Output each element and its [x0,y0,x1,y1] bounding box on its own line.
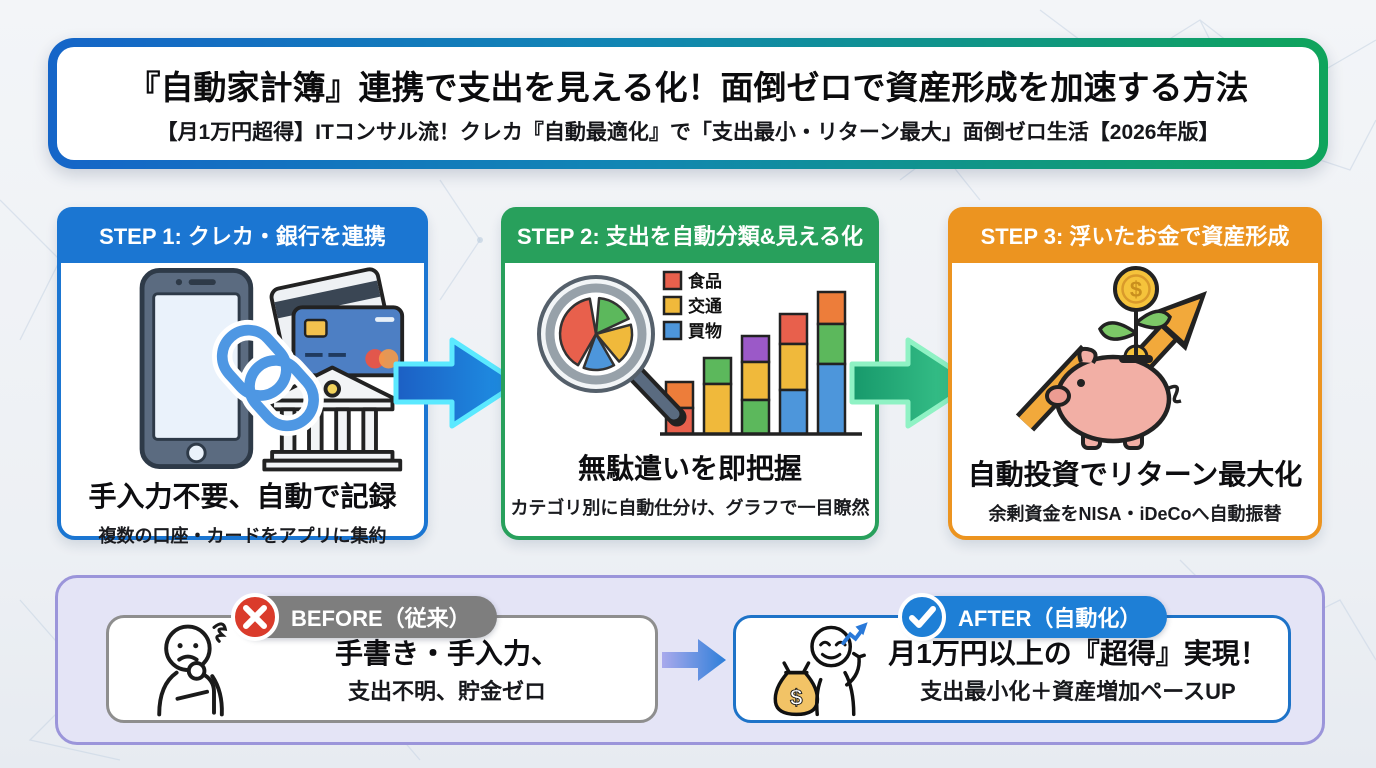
before-after-arrow-icon [660,636,730,689]
svg-text:$: $ [1130,277,1142,302]
step2-main-text: 無駄遣いを即把握 [577,453,802,484]
before-badge: BEFORE（従来） [231,593,497,641]
step3-header: STEP 3: 浮いたお金で資産形成 [948,207,1322,263]
subtitle: 【月1万円超得】ITコンサル流！クレカ『自動最適化』で「支出最小・リターン最大」… [156,121,1220,144]
step2-card: STEP 2: 支出を自動分類&見える化 [501,207,879,540]
step2-header: STEP 2: 支出を自動分類&見える化 [501,207,879,263]
step1-illustration [61,263,424,475]
before-after-container: BEFORE（従来） [55,575,1325,745]
piggy-growth-icon: $ [1015,266,1207,450]
worried-person-icon [135,617,253,722]
phone-bank-card-link-icon [139,267,404,472]
after-line2: 支出最小化＋資産増加ペースUP [920,679,1236,704]
before-line2: 支出不明、貯金ゼロ [347,679,546,704]
step2-sub-text: カテゴリ別に自動仕分け、グラフで一目瞭然 [510,498,870,518]
before-line1: 手書き・手入力、 [334,638,559,669]
step1-header: STEP 1: クレカ・銀行を連携 [57,207,428,263]
after-box: AFTER（自動化） $ [733,593,1291,723]
title-banner-inner: 『自動家計簿』連携で支出を見える化！面倒ゼロで資産形成を加速する方法 【月1万円… [57,47,1319,160]
step1-sub-text: 複数の口座・カードをアプリに集約 [98,526,387,546]
magnifier-pie-icon [537,275,687,427]
happy-person-money-icon: $ [762,617,882,722]
credit-cards-icon [269,267,404,378]
chart-legend: 食品 交通 買物 [662,270,722,341]
x-circle-icon [229,591,281,649]
link-icon [211,319,324,437]
step1-card: STEP 1: クレカ・銀行を連携 [57,207,428,546]
main-title: 『自動家計簿』連携で支出を見える化！面倒ゼロで資産形成を加速する方法 [127,69,1249,106]
title-banner: 『自動家計簿』連携で支出を見える化！面倒ゼロで資産形成を加速する方法 【月1万円… [48,38,1328,169]
before-box: BEFORE（従来） [106,593,658,723]
step3-illustration: $ [952,263,1318,453]
step2-illustration: 食品 交通 買物 [505,263,875,447]
smartphone-icon [139,268,253,469]
svg-text:$: $ [790,684,803,709]
after-badge: AFTER（自動化） [898,593,1168,641]
step1-main-text: 手入力不要、自動で記録 [88,481,397,512]
check-circle-icon [896,591,948,649]
step3-main-text: 自動投資でリターン最大化 [967,459,1303,490]
legend-transport-label: 交通 [688,296,722,316]
after-line1: 月1万円以上の『超得』実現！ [888,638,1268,669]
after-badge-label: AFTER（自動化） [958,606,1142,631]
step3-card: STEP 3: 浮いたお金で資産形成 [948,207,1322,540]
before-text: 手書き・手入力、 支出不明、貯金ゼロ [253,632,655,706]
step3-sub-text: 余剰資金をNISA・iDeCoへ自動振替 [988,504,1282,524]
legend-food-label: 食品 [688,271,722,291]
before-badge-label: BEFORE（従来） [291,606,471,631]
bank-icon [261,365,402,472]
coin-plant-icon: $ [1097,266,1172,355]
magnifier-chart-icon: 食品 交通 買物 [537,270,862,436]
after-text: 月1万円以上の『超得』実現！ 支出最小化＋資産増加ペースUP [882,632,1288,706]
flow-arrow-1-icon [392,332,524,439]
piggy-bank-icon [1045,344,1182,450]
flow-arrow-2-icon [848,332,980,439]
legend-shopping-label: 買物 [688,321,722,341]
